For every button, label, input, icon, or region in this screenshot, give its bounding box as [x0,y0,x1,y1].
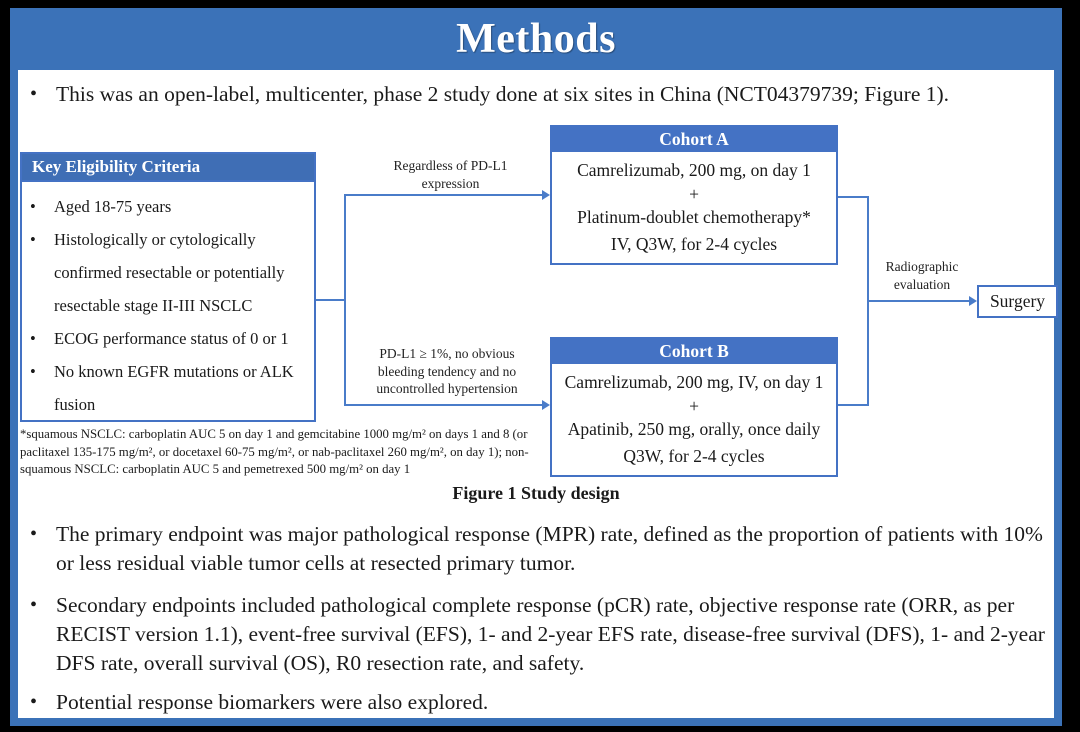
cohort-a-line: IV, Q3W, for 2-4 cycles [610,234,778,254]
cohort-b-line: Q3W, for 2-4 cycles [623,446,765,466]
eligibility-list: • Aged 18-75 years • Histologically or c… [22,182,314,421]
cohort-b-body: Camrelizumab, 200 mg, IV, on day 1 + Apa… [552,364,836,475]
eligibility-item-text: No known EGFR mutations or ALK fusion [54,362,294,414]
secondary-endpoints-bullet: • Secondary endpoints included pathologi… [30,591,1048,678]
connector-cohort-b-to-trunk [838,404,869,406]
bullet-icon: • [30,523,38,545]
primary-endpoint-bullet: • The primary endpoint was major patholo… [30,520,1045,578]
cohort-b-box: Cohort B Camrelizumab, 200 mg, IV, on da… [550,337,838,477]
surgery-box: Surgery [977,285,1058,318]
cohort-a-line: Camrelizumab, 200 mg, on day 1 [577,160,811,180]
bullet-icon: • [30,362,36,381]
slide-title-bar: Methods [10,8,1062,70]
eligibility-item-text: Histologically or cytologically confirme… [54,230,285,315]
intro-bullet: • This was an open-label, multicenter, p… [30,80,1045,109]
cohort-b-line: Apatinib, 250 mg, orally, once daily [567,419,821,439]
radiographic-evaluation-label: Radiographic evaluation [885,259,959,292]
primary-endpoint-text: The primary endpoint was major pathologi… [56,522,1043,575]
connector-to-cohort-a [344,194,542,196]
cohort-b-title: Cohort B [552,339,836,364]
arrowhead-cohort-a [542,190,550,200]
eligibility-box-title: Key Eligibility Criteria [22,154,314,182]
bullet-icon: • [30,329,36,348]
cohort-a-box: Cohort A Camrelizumab, 200 mg, on day 1 … [550,125,838,265]
eligibility-item-text: Aged 18-75 years [54,197,172,216]
branch-label-cohort-b: PD-L1 ≥ 1%, no obvious bleeding tendency… [376,346,518,396]
eligibility-item: • ECOG performance status of 0 or 1 [30,322,308,355]
figure-caption: Figure 1 Study design [452,483,620,503]
biomarkers-bullet: • Potential response biomarkers were als… [30,688,1045,717]
eligibility-item: • Aged 18-75 years [30,190,308,223]
eligibility-box: Key Eligibility Criteria • Aged 18-75 ye… [20,152,316,422]
bullet-icon: • [30,230,36,249]
bullet-icon: • [30,83,38,105]
bullet-icon: • [30,197,36,216]
connector-cohort-a-to-trunk [838,196,869,198]
arrowhead-cohort-b [542,400,550,410]
bullet-icon: • [30,594,38,616]
connector-left-trunk [344,195,346,406]
connector-to-surgery [867,300,969,302]
bullet-icon: • [30,691,38,713]
cohort-b-line: Camrelizumab, 200 mg, IV, on day 1 [564,372,824,392]
cohort-a-line: Platinum-doublet chemotherapy* [577,207,811,227]
page-title: Methods [456,16,616,62]
connector-eligibility-to-trunk [316,299,346,301]
plus-sign: + [689,396,699,416]
branch-label-cohort-a: Regardless of PD-L1 expression [393,158,508,191]
connector-to-cohort-b [344,404,542,406]
cohort-a-body: Camrelizumab, 200 mg, on day 1 + Platinu… [552,152,836,263]
surgery-label: Surgery [989,291,1046,311]
biomarkers-text: Potential response biomarkers were also … [56,690,489,714]
chemotherapy-footnote: *squamous NSCLC: carboplatin AUC 5 on da… [20,427,529,476]
secondary-endpoints-text: Secondary endpoints included pathologica… [56,593,1045,675]
eligibility-item-text: ECOG performance status of 0 or 1 [54,329,289,348]
intro-bullet-text: This was an open-label, multicenter, pha… [56,82,950,106]
plus-sign: + [689,184,699,204]
eligibility-item: • Histologically or cytologically confir… [30,223,308,322]
eligibility-item: • No known EGFR mutations or ALK fusion [30,355,308,421]
cohort-a-title: Cohort A [552,127,836,152]
arrowhead-surgery [969,296,977,306]
